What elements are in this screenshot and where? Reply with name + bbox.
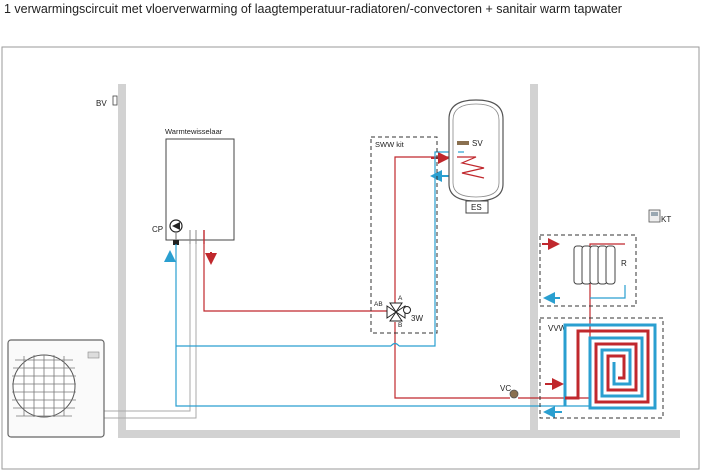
es-label: ES	[471, 203, 482, 212]
circulation-pump-icon	[169, 219, 183, 233]
outer-frame	[1, 46, 700, 470]
page-title: 1 verwarmingscircuit met vloerverwarming…	[4, 2, 622, 16]
building-walls	[118, 84, 680, 438]
bv-sensor-icon	[112, 95, 118, 106]
underfloor-label: VVW	[548, 324, 567, 333]
sww-kit-label: SWW kit	[375, 140, 405, 149]
supply-pipes	[203, 152, 625, 399]
three-way-valve-icon	[386, 302, 411, 322]
vc-valve-icon	[509, 389, 519, 399]
sww-kit-box	[370, 136, 438, 334]
bv-label: BV	[96, 99, 107, 108]
valve-ab-label: AB	[374, 301, 383, 308]
sv-label: SV	[472, 139, 483, 148]
underfloor-box	[539, 317, 664, 419]
radiator-icon	[573, 245, 616, 285]
return-pipes	[175, 151, 626, 418]
cp-label: CP	[152, 225, 163, 234]
kt-label: KT	[661, 215, 671, 224]
heat-exchanger-label: Warmtewisselaar	[165, 127, 223, 136]
outdoor-unit	[7, 339, 105, 438]
radiator-label: R	[621, 259, 627, 268]
valve-3w-label: 3W	[411, 314, 423, 323]
valve-a-label: A	[398, 295, 403, 302]
vc-label: VC	[500, 384, 511, 393]
hot-water-tank	[448, 99, 504, 214]
sv-sensor-icon	[457, 141, 469, 145]
valve-b-label: B	[398, 322, 402, 329]
outdoor-unit-pipes	[104, 244, 197, 419]
underfloor-coil-icon	[563, 323, 657, 410]
